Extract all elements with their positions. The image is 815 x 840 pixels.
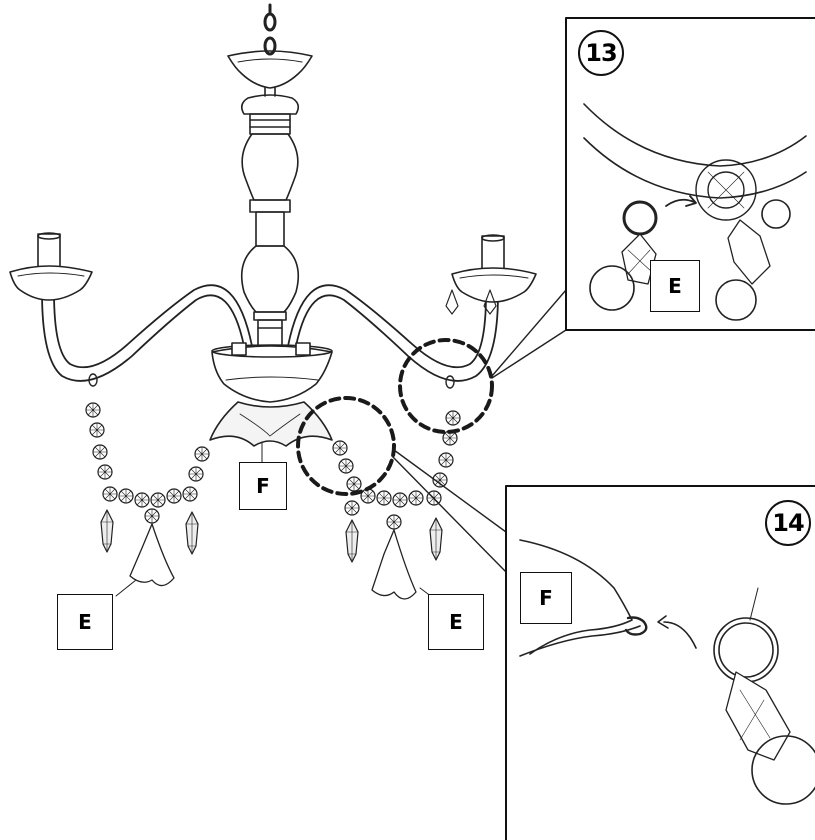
dashed-focus-circle-14 — [296, 396, 396, 496]
left-crystal-garland — [85, 373, 210, 597]
bobeche-part-f — [209, 401, 333, 463]
left-candle-holder — [9, 232, 93, 301]
canopy-cup — [227, 50, 313, 97]
center-bowl — [211, 342, 333, 403]
right-crystal-garland — [332, 375, 461, 601]
detail-panel-14 — [505, 485, 815, 840]
chain — [263, 3, 277, 56]
step-number-13: 13 — [578, 30, 624, 76]
right-candle-holder — [445, 234, 537, 315]
part-label-f-main: F — [239, 462, 287, 510]
part-label-e-left: E — [57, 594, 113, 650]
step-number-14: 14 — [765, 500, 811, 546]
dashed-focus-circle-13 — [398, 338, 494, 434]
central-column — [240, 94, 300, 359]
part-label-e-detail-13: E — [650, 260, 700, 312]
left-arm — [41, 284, 253, 382]
callout-lines — [391, 289, 567, 573]
part-label-e-right: E — [428, 594, 484, 650]
connector-ring-detail-13 — [695, 159, 757, 221]
part-label-f-detail-14: F — [520, 572, 572, 624]
